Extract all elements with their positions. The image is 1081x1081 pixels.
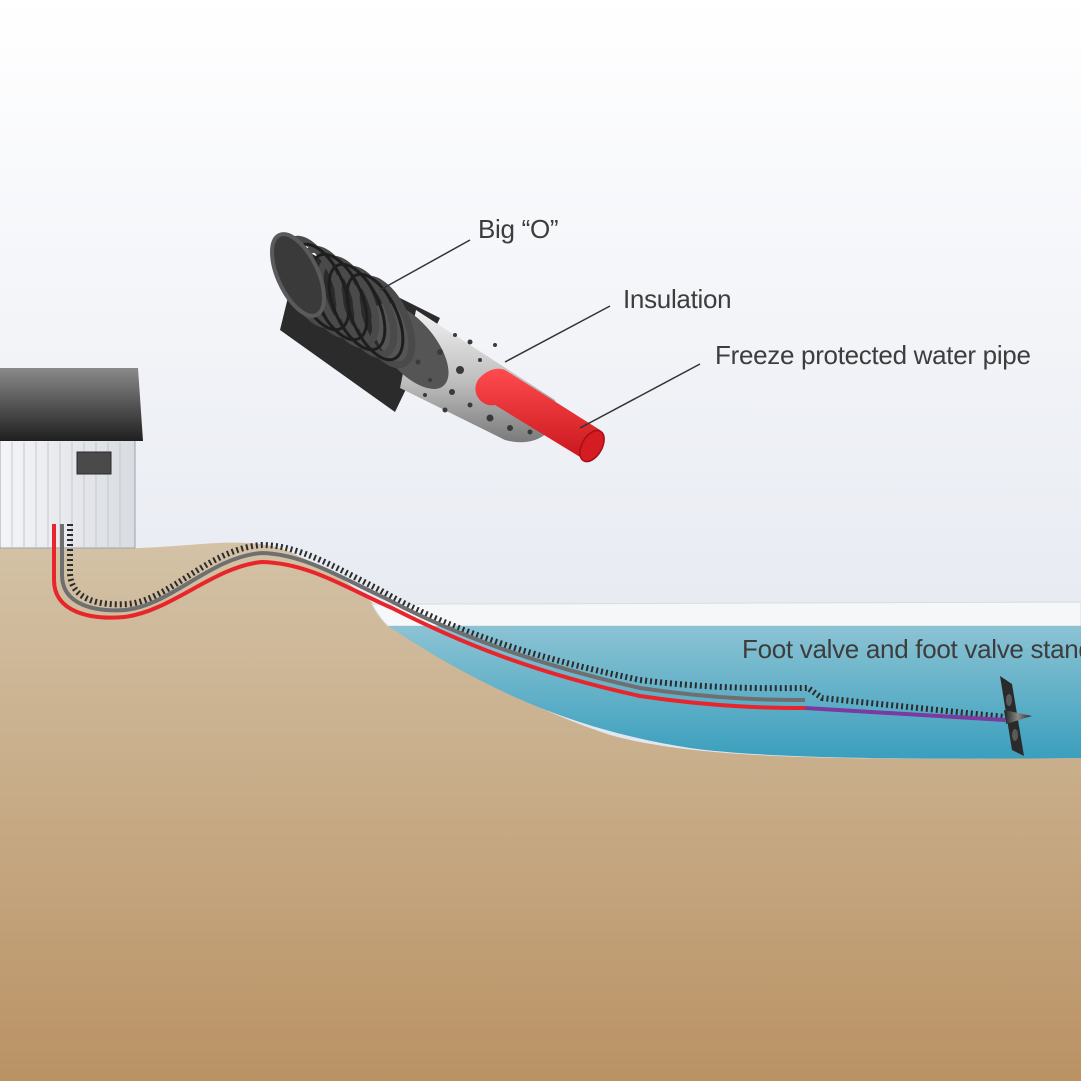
ice-surface <box>371 601 1081 627</box>
water-pipe-label: Freeze protected water pipe <box>715 340 1031 370</box>
submerged-pipe-line <box>804 706 1006 722</box>
big-o-label: Big “O” <box>478 214 558 244</box>
insulation-label: Insulation <box>623 284 731 314</box>
corrugated-pipe-line <box>67 524 1006 720</box>
corrugated-pipe-icon <box>270 232 605 463</box>
gray-tube-line <box>60 524 806 702</box>
ground <box>0 542 1081 1081</box>
house-icon <box>0 368 143 549</box>
lake-water <box>388 626 1081 759</box>
foot-valve-label: Foot valve and foot valve stand <box>742 634 1081 664</box>
foot-valve-icon <box>1000 676 1032 756</box>
water-pipe-line <box>52 524 806 710</box>
big-o-leader <box>379 239 471 291</box>
insulation-leader <box>504 305 611 363</box>
water-pipe-leader <box>579 363 701 429</box>
